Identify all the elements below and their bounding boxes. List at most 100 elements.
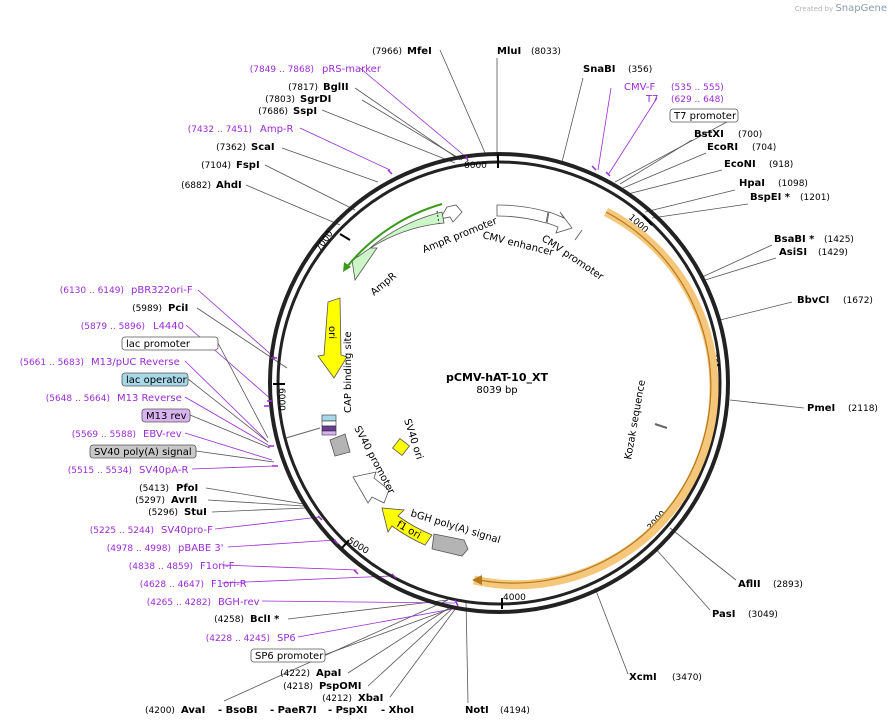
cmv-promoter-label: CMV promoter bbox=[539, 233, 606, 283]
site-econi-pos: (918) bbox=[769, 160, 793, 170]
site-pmei-name: PmeI bbox=[807, 403, 835, 414]
primer-f1orif-pos: (4838 .. 4859) bbox=[129, 562, 193, 572]
site-apai-name: ApaI bbox=[316, 668, 341, 679]
cmv-small-mark bbox=[574, 229, 583, 241]
right-primer-labels: CMV-F (535 .. 555) T7 (629 .. 648) bbox=[624, 82, 724, 105]
primer-pbabe-name: pBABE 3' bbox=[178, 543, 224, 554]
primer-sv40pro-pos: (5225 .. 5244) bbox=[90, 526, 154, 536]
ori-arrow bbox=[317, 297, 348, 379]
primer-f1orir-pos: (4628 .. 4647) bbox=[140, 580, 204, 590]
primer-t7-name: T7 bbox=[645, 94, 658, 105]
site-noti-pos: (4194) bbox=[500, 706, 530, 716]
sp6-promoter-box bbox=[250, 648, 326, 663]
primer-ebv-name: EBV-rev bbox=[143, 429, 182, 440]
bottom-pspxi: - PspXI bbox=[328, 705, 367, 716]
site-bglii-pos: (7817) bbox=[288, 83, 318, 93]
tick-marks bbox=[273, 154, 720, 609]
bottom-avai: AvaI bbox=[181, 705, 205, 716]
primer-ampr-pos: (7432 .. 7451) bbox=[188, 125, 252, 135]
site-pmei-pos: (2118) bbox=[848, 404, 878, 414]
site-noti-name: NotI bbox=[465, 705, 489, 716]
left-primer-labels: (7849 .. 7868) pRS-marker (7432 .. 7451)… bbox=[20, 64, 382, 644]
t7-promoter-label: T7 promoter bbox=[673, 111, 737, 122]
primer-f1orir-name: F1ori-R bbox=[211, 579, 247, 590]
site-bsabi-name: BsaBI * bbox=[774, 234, 815, 245]
site-aflii-name: AflII bbox=[738, 579, 761, 590]
primer-sp6-name: SP6 bbox=[277, 633, 296, 644]
site-bbvci-pos: (1672) bbox=[843, 296, 873, 306]
site-xcmi-pos: (3470) bbox=[672, 673, 702, 683]
site-avrii-name: AvrII bbox=[171, 495, 197, 506]
bottom-row-pos: (4200) bbox=[145, 706, 175, 716]
site-sspi-name: SspI bbox=[293, 106, 317, 117]
site-asisi-pos: (1429) bbox=[818, 248, 848, 258]
orange-gene-arrowhead bbox=[472, 575, 482, 585]
primer-sv40pa-name: SV40pA-R bbox=[139, 465, 188, 476]
sv40-polya-feature bbox=[329, 433, 351, 457]
site-pspomi-pos: (4218) bbox=[283, 682, 313, 692]
sv40-ori-label: SV40 ori bbox=[401, 418, 424, 461]
site-bsabi-pos: (1425) bbox=[824, 235, 854, 245]
f1-ori-label: f1 ori bbox=[395, 519, 423, 542]
site-xbai-pos: (4212) bbox=[322, 694, 352, 704]
lac-operator-box bbox=[121, 372, 189, 387]
site-ahdi-name: AhdI bbox=[216, 180, 242, 191]
boxed-right: T7 promoter bbox=[669, 108, 739, 123]
site-scai-name: ScaI bbox=[251, 142, 275, 153]
sv40-ori-box bbox=[392, 438, 410, 456]
site-bglii-name: BglII bbox=[323, 82, 349, 93]
lac-cluster bbox=[321, 414, 337, 436]
orange-gene-arc-line bbox=[478, 211, 712, 584]
right-site-labels: MluI (8033) SnaBI (356) BstXI (700) EcoR… bbox=[465, 46, 878, 716]
primer-m13puc-pos: (5661 .. 5683) bbox=[20, 358, 84, 368]
site-avrii-pos: (5297) bbox=[135, 496, 165, 506]
site-fspi-pos: (7104) bbox=[201, 161, 231, 171]
bottom-enzyme-row: (4200) AvaI - BsoBI - PaeR7I - PspXI - X… bbox=[145, 705, 414, 716]
sp6-promoter-label: SP6 promoter bbox=[255, 651, 324, 662]
f1-ori-arrow bbox=[381, 507, 433, 546]
site-econi-name: EcoNI bbox=[724, 159, 756, 170]
site-aflii-pos: (2893) bbox=[773, 580, 803, 590]
lac-promoter-label: lac promoter bbox=[126, 339, 191, 350]
primer-pbabe-pos: (4978 .. 4998) bbox=[107, 544, 171, 554]
site-hpai-pos: (1098) bbox=[778, 179, 808, 189]
site-bspei-pos: (1201) bbox=[800, 193, 830, 203]
site-mfei-name: MfeI bbox=[407, 46, 432, 57]
tick-6000: 6000 bbox=[276, 388, 286, 411]
primer-sv40pro-name: SV40pro-F bbox=[161, 525, 213, 536]
kozak-label: Kozak sequence bbox=[623, 379, 648, 460]
sv40-promoter-arrow bbox=[352, 471, 390, 504]
primer-sp6-pos: (4228 .. 4245) bbox=[206, 634, 270, 644]
primer-leader-lines bbox=[184, 67, 658, 638]
created-by-label: Created by bbox=[794, 5, 834, 13]
site-pfoi-pos: (5413) bbox=[139, 484, 169, 494]
t7-promoter-box bbox=[669, 108, 739, 123]
sv40-polya-box bbox=[89, 444, 197, 459]
site-asisi-name: AsiSI bbox=[779, 247, 807, 258]
site-ecori-name: EcoRI bbox=[707, 142, 738, 153]
plasmid-name: pCMV-hAT-10_XT bbox=[446, 371, 548, 384]
bottom-bsobi: - BsoBI bbox=[218, 705, 257, 716]
site-pasi-name: PasI bbox=[712, 609, 735, 620]
bottom-paer7i: - PaeR7I bbox=[270, 705, 317, 716]
cmv-promoter-arrow bbox=[546, 211, 573, 234]
site-xcmi-name: XcmI bbox=[629, 672, 657, 683]
primer-l4440-pos: (5879 .. 5896) bbox=[81, 322, 145, 332]
cap-site-label: CAP binding site bbox=[343, 331, 354, 413]
site-pfoi-name: PfoI bbox=[176, 483, 198, 494]
plasmid-length: 8039 bp bbox=[476, 385, 517, 396]
site-stui-pos: (5296) bbox=[148, 508, 178, 518]
sv40-polya-label: SV40 poly(A) signal bbox=[94, 447, 192, 458]
tick-8000: 8000 bbox=[464, 161, 487, 171]
primer-m13rev-pos: (5648 .. 5664) bbox=[46, 394, 110, 404]
tick-4000: 4000 bbox=[503, 593, 526, 603]
primer-bghrev-pos: (4265 .. 4282) bbox=[147, 598, 211, 608]
left-site-labels: (7966) MfeI (7817) BglII (7803) SgrDI (7… bbox=[132, 46, 432, 704]
snapgene-logo-text: SnapGene bbox=[835, 3, 887, 14]
site-hpai-name: HpaI bbox=[739, 178, 765, 189]
primer-cmvf-pos: (535 .. 555) bbox=[671, 83, 724, 93]
site-mlui-name: MluI bbox=[497, 46, 521, 57]
site-ecori-pos: (704) bbox=[752, 143, 776, 153]
site-pcii-name: PciI bbox=[168, 303, 188, 314]
